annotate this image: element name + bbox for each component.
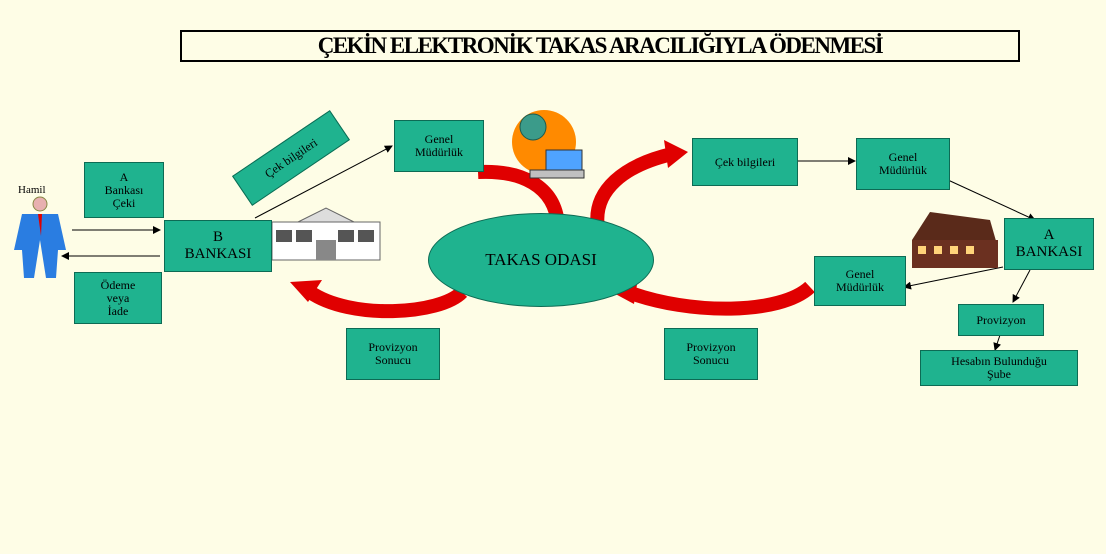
arrow-gm-to-a (947, 179, 1036, 221)
genel-mudurluk-top-right-box: Genel Müdürlük (856, 138, 950, 190)
diagram-title: ÇEKİN ELEKTRONİK TAKAS ARACILIĞIYLA ÖDEN… (317, 33, 884, 58)
takas-odasi: TAKAS ODASI (428, 213, 654, 307)
genel-mudurluk-left-box: Genel Müdürlük (394, 120, 484, 172)
red-arrow-gm-to-takas-bottom (625, 281, 815, 316)
cek-bilgileri-right-box: Çek bilgileri (692, 138, 798, 186)
a-bankasi-ceki-box: A Bankası Çeki (84, 162, 164, 218)
computer-globe-icon (512, 110, 585, 179)
red-arrow-takas-to-b (305, 286, 468, 319)
person-icon (14, 196, 66, 278)
arrow-a-to-gm (903, 266, 1004, 290)
provizyon-sonucu-left-box: Provizyon Sonucu (346, 328, 440, 380)
arrow-b-to-gm (254, 145, 393, 219)
red-arrow-takas-to-cek (590, 147, 674, 230)
genel-mudurluk-bottom-right-box: Genel Müdürlük (814, 256, 906, 306)
odeme-iade-box: Ödeme veya İade (74, 272, 162, 324)
provizyon-box: Provizyon (958, 304, 1044, 336)
provizyon-sonucu-right-box: Provizyon Sonucu (664, 328, 758, 380)
house-icon (912, 212, 998, 268)
hesabin-bulundugu-sube-box: Hesabın Bulunduğu Şube (920, 350, 1078, 386)
arrow-a-to-provizyon (1012, 269, 1031, 303)
b-bankasi-box: B BANKASI (164, 220, 272, 272)
hamil-label: Hamil (18, 184, 46, 196)
a-bankasi-box: A BANKASI (1004, 218, 1094, 270)
bank-building-icon (271, 207, 381, 261)
title-box: ÇEKİN ELEKTRONİK TAKAS ARACILIĞIYLA ÖDEN… (180, 30, 1020, 62)
arrow-provizyon-to-sube (993, 334, 1002, 351)
